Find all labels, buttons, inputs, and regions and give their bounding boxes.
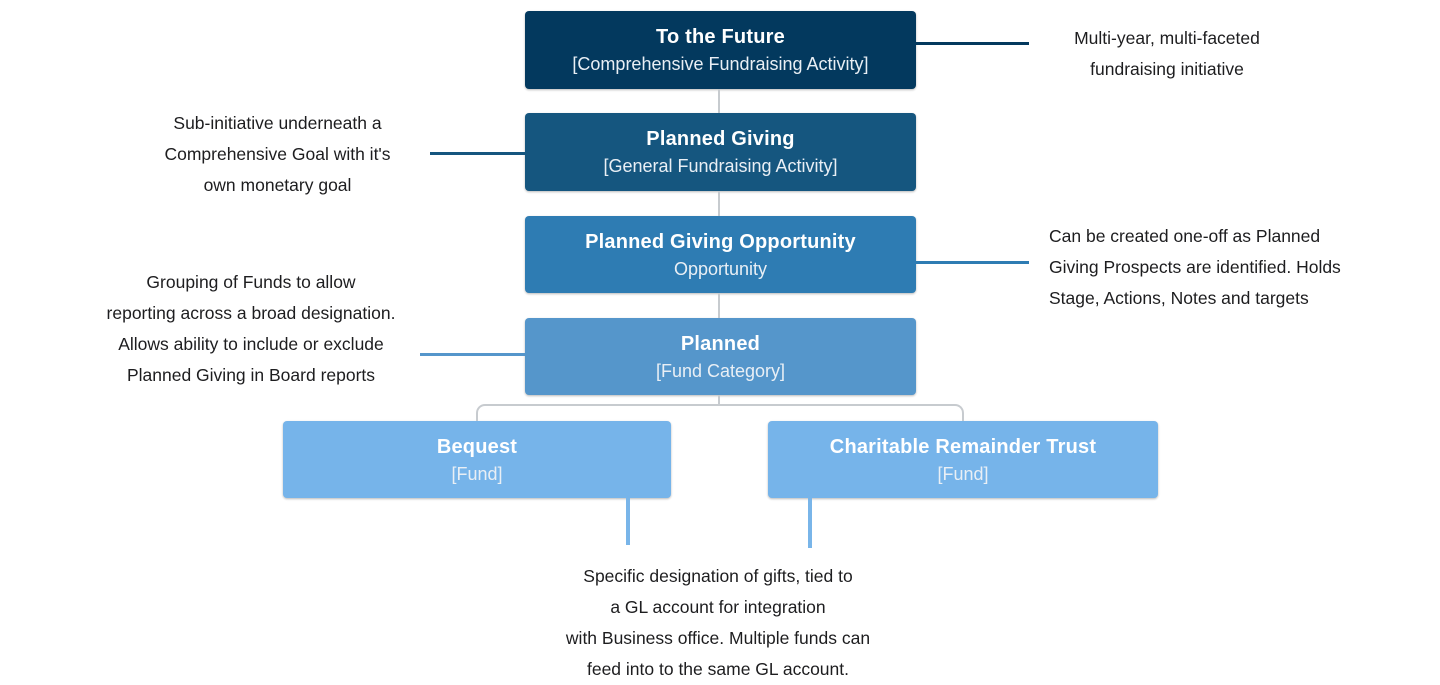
leader-line-crt-note (808, 498, 812, 548)
node-charitable-remainder-trust: Charitable Remainder Trust [Fund] (768, 421, 1158, 498)
tree-connector-line (718, 89, 720, 113)
tree-connector-line (718, 395, 720, 405)
node-title: Planned Giving Opportunity (585, 230, 856, 253)
node-title: Planned Giving (646, 128, 795, 150)
node-subtitle: [Fund Category] (655, 360, 786, 381)
node-title: Planned (680, 332, 761, 355)
leader-line-fund-category-note (420, 353, 525, 356)
annotation-future: Multi-year, multi-faceted fundraising in… (1074, 28, 1260, 79)
leader-line-planned-giving-note (430, 152, 525, 155)
node-subtitle: [Fund] (937, 463, 989, 484)
node-subtitle: Opportunity (673, 258, 768, 279)
node-planned-fund-category: Planned [Fund Category] (525, 318, 916, 395)
node-subtitle: [General Fundraising Activity] (603, 156, 838, 176)
annotation-fund-category: Grouping of Funds to allow reporting acr… (106, 272, 396, 385)
node-to-the-future: To the Future [Comprehensive Fundraising… (525, 11, 916, 89)
annotation-opportunity: Can be created one-off as Planned Giving… (1049, 226, 1341, 308)
leader-line-to-future-note (916, 42, 1029, 45)
tree-connector-line (718, 293, 720, 318)
node-subtitle: [Fund] (451, 463, 503, 484)
node-title: Bequest (436, 435, 518, 458)
node-subtitle: [Comprehensive Fundraising Activity] (572, 54, 869, 74)
annotation-planned-giving: Sub-initiative underneath a Comprehensiv… (164, 113, 391, 195)
tree-connector-line (718, 191, 720, 216)
node-title: To the Future (656, 26, 785, 48)
node-planned-giving-opportunity: Planned Giving Opportunity Opportunity (525, 216, 916, 293)
node-bequest: Bequest [Fund] (283, 421, 671, 498)
annotation-fund: Specific designation of gifts, tied to a… (565, 566, 871, 679)
tree-branch-connector (476, 404, 964, 421)
node-planned-giving: Planned Giving [General Fundraising Acti… (525, 113, 916, 191)
node-title: Charitable Remainder Trust (829, 435, 1097, 458)
leader-line-bequest-note (626, 498, 630, 545)
leader-line-opportunity-note (916, 261, 1029, 264)
